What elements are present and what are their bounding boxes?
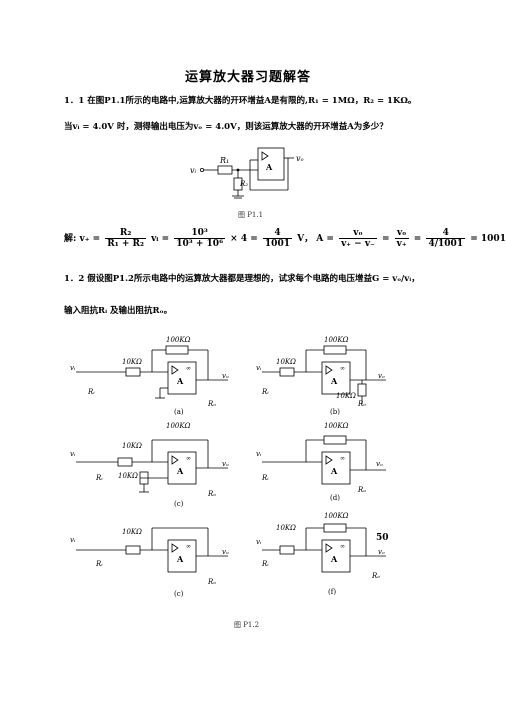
c-rg-label: 10KΩ (118, 472, 138, 480)
b-vo-label: vₒ (378, 372, 385, 380)
b-inf-label: ∞ (340, 365, 345, 372)
page-title: 运算放大器习题解答 (184, 70, 311, 85)
equals-1: = (381, 234, 390, 244)
b-tag: (b) (330, 408, 340, 416)
label-r1: R₁ (219, 156, 229, 165)
problem-1-2-line-2: 输入阻抗Rᵢ 及输出阻抗Rₒ。 (64, 306, 173, 316)
fraction-6-den: 4/1001 (428, 239, 464, 249)
d-ri-label: Rᵢ (261, 474, 269, 482)
fraction-6-num: 4 (426, 228, 466, 239)
b-vi-label: vᵢ (256, 364, 262, 372)
a-tag: (a) (174, 408, 184, 416)
b-amp-label: A (330, 376, 338, 386)
e-amp-label: A (176, 554, 184, 564)
problem-1-2-line-1: 1．2 假设图P1.2所示电路中的运算放大器都是理想的，试求每个电路的电压增益G… (64, 274, 420, 284)
result: = 1001 (470, 234, 506, 244)
d-vi-label: vᵢ (256, 450, 262, 458)
fraction-2-tail: × 4 = (230, 234, 258, 244)
caption-p1-1: 图 P1.1 (238, 211, 264, 219)
f-ro-label: Rₒ (371, 572, 380, 580)
caption-p1-2: 图 P1.2 (234, 621, 260, 629)
label-vo: vₒ (296, 154, 304, 163)
b-rin-label: 10KΩ (276, 358, 296, 366)
b-ri-label: Rᵢ (261, 388, 269, 396)
f-ri-label: Rᵢ (261, 560, 269, 568)
equals-2: = (413, 234, 422, 244)
a-ri-label: Rᵢ (87, 388, 95, 396)
d-inf-label: ∞ (340, 455, 345, 462)
label-amp-a: A (265, 162, 273, 172)
c-vi-label: vᵢ (70, 450, 76, 458)
d-vo-label: vₒ (376, 460, 383, 468)
b-rload-label: 10KΩ (336, 392, 356, 400)
b-ro-label: Rₒ (357, 400, 366, 408)
fraction-4-num: vₒ (339, 228, 377, 239)
solution-prefix: 解: (64, 234, 77, 244)
fraction-1-tail: vᵢ = (151, 234, 170, 244)
label-vi: vᵢ (190, 166, 197, 175)
v-plus: v₊ = (79, 234, 101, 244)
d-amp-label: A (330, 466, 338, 476)
fraction-4-den: v₊ − v₋ (341, 239, 375, 249)
e-ri-label: Rᵢ (95, 560, 103, 568)
f-rload-label: 50 (376, 533, 389, 543)
c-rf-label: 100KΩ (166, 422, 191, 430)
fraction-2-num: 10³ (174, 228, 226, 239)
problem-1-1-line-1: 1．1 在图P1.1所示的电路中,运算放大器的开环增益A是有限的,R₁ = 1M… (64, 96, 417, 106)
c-tag: (c) (174, 500, 184, 508)
f-inf-label: ∞ (340, 543, 345, 550)
e-inf-label: ∞ (186, 543, 191, 550)
a-rf-label: 100KΩ (166, 336, 191, 344)
c-ro-label: Rₒ (207, 490, 216, 498)
fraction-1-num: R₂ (105, 228, 146, 239)
fraction-3-den: 1001 (264, 239, 290, 249)
a-equals: A = (316, 234, 334, 244)
fraction-5-num: vₒ (394, 228, 409, 239)
fraction-2-den: 10³ + 10⁶ (176, 239, 224, 249)
a-vi-label: vᵢ (70, 364, 76, 372)
fraction-3-tail: V， (297, 234, 314, 244)
fraction-3-num: 4 (262, 228, 292, 239)
e-tag: (c) (174, 590, 184, 598)
a-amp-label: A (176, 376, 184, 386)
f-rin-label: 10KΩ (276, 524, 296, 532)
fraction-1-den: R₁ + R₂ (107, 239, 144, 249)
d-ro-label: Rₒ (357, 486, 366, 494)
f-amp-label: A (330, 554, 338, 564)
problem-1-1-line-2: 当vᵢ = 4.0V 时，测得输出电压为vₒ = 4.0V，则该运算放大器的开环… (64, 122, 388, 132)
a-rin-label: 10KΩ (122, 358, 142, 366)
e-vi-label: vᵢ (70, 536, 76, 544)
f-rf-label: 100KΩ (324, 512, 349, 520)
d-rf-label: 100KΩ (324, 422, 349, 430)
c-ri-label: Rᵢ (95, 474, 103, 482)
f-tag: (f) (328, 588, 336, 596)
a-ro-label: Rₒ (207, 400, 216, 408)
c-amp-label: A (176, 466, 184, 476)
c-inf-label: ∞ (186, 455, 191, 462)
c-rin-label: 10KΩ (122, 442, 142, 450)
f-vo-label: vₒ (378, 548, 385, 556)
e-vo-label: vₒ (222, 548, 229, 556)
e-ro-label: Rₒ (207, 578, 216, 586)
label-r2: R₂ (239, 180, 248, 188)
a-vo-label: vₒ (222, 372, 229, 380)
d-tag: (d) (330, 494, 340, 502)
e-rin-label: 10KΩ (122, 528, 142, 536)
f-vi-label: vᵢ (256, 538, 262, 546)
fraction-5-den: v₊ (396, 239, 407, 249)
b-rf-label: 100KΩ (324, 336, 349, 344)
c-vo-label: vₒ (222, 460, 229, 468)
a-inf-label: ∞ (186, 365, 191, 372)
